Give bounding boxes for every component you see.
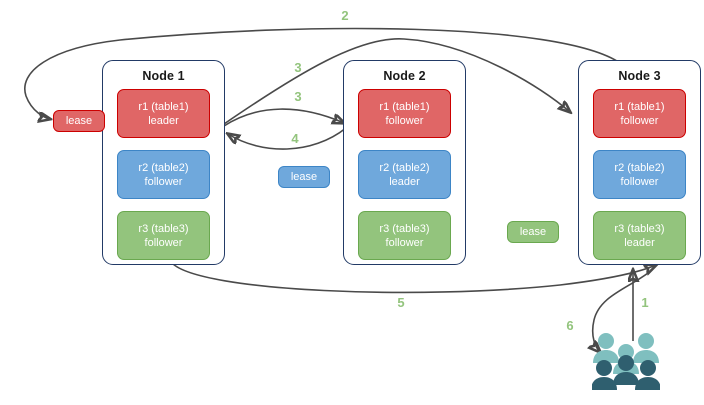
lease-badge-green[interactable]: lease <box>507 221 559 243</box>
step-label-3a: 3 <box>294 60 302 75</box>
replica-name: r2 (table2) <box>614 161 665 174</box>
replica-name: r3 (table3) <box>379 222 430 235</box>
replica-r3[interactable]: r3 (table3) follower <box>117 211 210 260</box>
step-label-6: 6 <box>566 318 574 333</box>
replica-role: follower <box>620 114 659 127</box>
lease-badge-red[interactable]: lease <box>53 110 105 132</box>
replica-role: follower <box>144 236 183 249</box>
node-card-3[interactable]: Node 3 r1 (table1) follower r2 (table2) … <box>578 60 701 265</box>
node-title: Node 2 <box>383 69 426 83</box>
replica-r3[interactable]: r3 (table3) follower <box>358 211 451 260</box>
replica-name: r3 (table3) <box>614 222 665 235</box>
replica-name: r1 (table1) <box>379 100 430 113</box>
replica-role: leader <box>624 236 655 249</box>
arrow-step-3-to-node3 <box>223 38 570 125</box>
replica-name: r3 (table3) <box>138 222 189 235</box>
replica-r1[interactable]: r1 (table1) follower <box>358 89 451 138</box>
arrow-step-5 <box>171 262 656 294</box>
step-label-5: 5 <box>397 295 405 310</box>
replica-role: follower <box>385 114 424 127</box>
node-card-1[interactable]: Node 1 r1 (table1) leader r2 (table2) fo… <box>102 60 225 265</box>
lease-badge-blue[interactable]: lease <box>278 166 330 188</box>
replica-r2[interactable]: r2 (table2) follower <box>593 150 686 199</box>
node-title: Node 1 <box>142 69 185 83</box>
step-label-1: 1 <box>641 295 649 310</box>
replica-role: follower <box>620 175 659 188</box>
lease-label: lease <box>65 115 93 127</box>
replica-r3[interactable]: r3 (table3) leader <box>593 211 686 260</box>
replica-name: r1 (table1) <box>614 100 665 113</box>
replica-r1[interactable]: r1 (table1) leader <box>117 89 210 138</box>
replica-name: r1 (table1) <box>138 100 189 113</box>
arrow-step-6 <box>593 269 653 352</box>
replica-r2[interactable]: r2 (table2) follower <box>117 150 210 199</box>
replica-role: follower <box>385 236 424 249</box>
arrow-step-3-to-node2 <box>223 108 344 127</box>
replica-name: r2 (table2) <box>379 161 430 174</box>
step-label-3b: 3 <box>294 89 302 104</box>
step-label-2: 2 <box>341 8 349 23</box>
lease-label: lease <box>290 171 318 183</box>
replica-name: r2 (table2) <box>138 161 189 174</box>
arrow-step-4 <box>228 127 347 150</box>
replica-r1[interactable]: r1 (table1) follower <box>593 89 686 138</box>
node-title: Node 3 <box>618 69 661 83</box>
replica-r2[interactable]: r2 (table2) leader <box>358 150 451 199</box>
replica-role: leader <box>148 114 179 127</box>
replica-role: follower <box>144 175 183 188</box>
arrow-step-2 <box>24 27 621 119</box>
step-label-4: 4 <box>291 131 299 146</box>
users-group-icon <box>592 333 660 390</box>
replica-role: leader <box>389 175 420 188</box>
lease-label: lease <box>519 226 547 238</box>
node-card-2[interactable]: Node 2 r1 (table1) follower r2 (table2) … <box>343 60 466 265</box>
